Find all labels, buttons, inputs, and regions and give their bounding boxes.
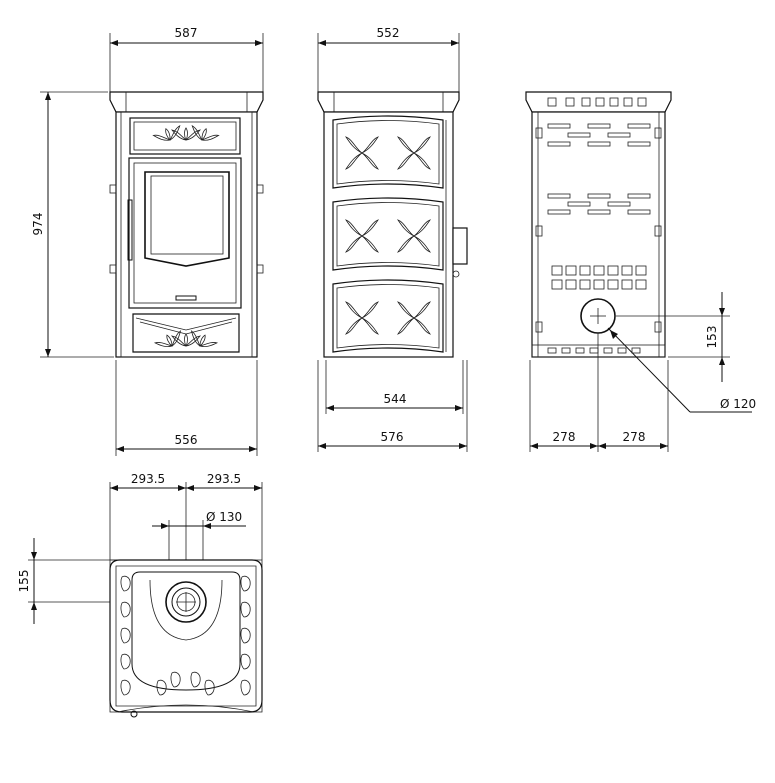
front-height-label: 974: [31, 213, 45, 236]
top-half-right-label: 293.5: [207, 472, 241, 486]
top-flue-diameter-label: Ø 130: [206, 510, 242, 524]
rear-flue-height-dimension: 153: [616, 292, 730, 382]
rear-half-width-dimension: 278 278: [529, 333, 669, 452]
rear-half-left-label: 278: [553, 430, 576, 444]
rear-view: 153 Ø 120 278 278: [525, 91, 756, 452]
top-flue-offset-label: 155: [17, 570, 31, 593]
side-stove-body: [317, 91, 468, 358]
rear-flue-diameter-label: Ø 120: [720, 397, 756, 411]
side-depth-outer-dimension: 576: [317, 360, 468, 452]
front-width-bottom-label: 556: [175, 433, 198, 447]
front-height-dimension: 974: [31, 91, 114, 358]
top-flue-collar: [165, 581, 207, 623]
rear-stove-body: [525, 91, 672, 358]
rear-half-right-label: 278: [623, 430, 646, 444]
side-depth-inner-label: 544: [384, 392, 407, 406]
side-depth-outer-label: 576: [381, 430, 404, 444]
side-view: 552: [317, 26, 468, 452]
side-depth-inner-dimension: 544: [325, 360, 464, 414]
top-view: 293.5 293.5 Ø 130 155: [17, 472, 263, 718]
front-width-top-dimension: 587: [109, 26, 264, 92]
top-stove-plate: [109, 559, 263, 718]
front-width-top-label: 587: [175, 26, 198, 40]
rear-flue-height-label: 153: [705, 326, 719, 349]
top-half-left-label: 293.5: [131, 472, 165, 486]
side-width-top-dimension: 552: [317, 26, 460, 92]
front-stove-body: [109, 91, 264, 358]
side-width-top-label: 552: [377, 26, 400, 40]
front-view: 587 974: [31, 26, 264, 456]
rear-flue-diameter-callout: Ø 120: [607, 327, 756, 413]
front-width-bottom-dimension: 556: [115, 360, 258, 456]
top-half-width-dimension: 293.5 293.5: [109, 472, 263, 590]
